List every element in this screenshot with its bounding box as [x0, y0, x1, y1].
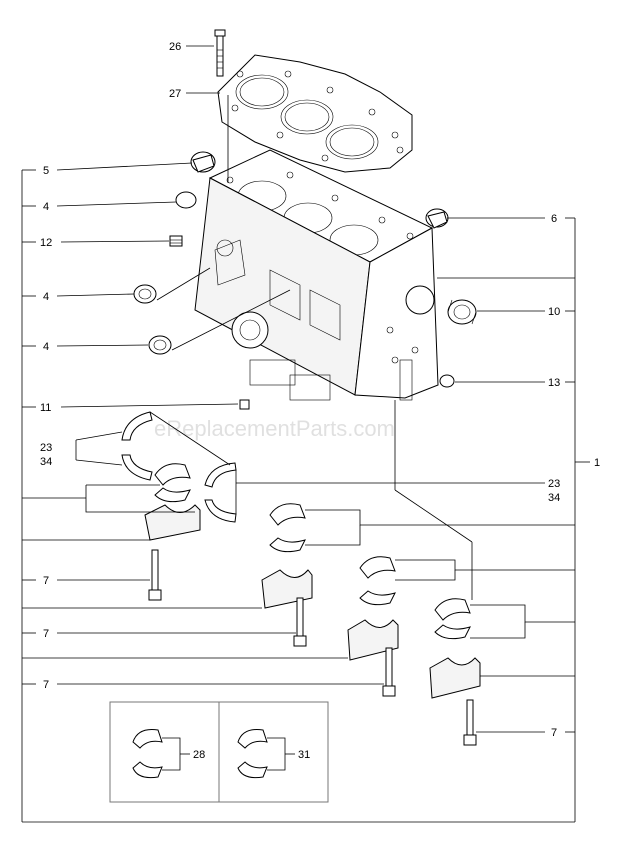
callout-4a: 4 [43, 201, 49, 213]
callout-28: 28 [193, 749, 205, 761]
bearing-cap-2-icon[interactable] [261, 569, 313, 609]
callout-5: 5 [43, 165, 49, 177]
callout-4b: 4 [43, 291, 49, 303]
bearing-shell-upper-4-icon[interactable] [434, 598, 471, 640]
bearing-shell-upper-1-icon[interactable] [154, 463, 191, 503]
callout-23a: 23 [40, 442, 52, 454]
bearing-shell-upper-2-icon[interactable] [269, 503, 306, 553]
seal-4c-icon[interactable] [148, 335, 172, 355]
head-gasket-icon[interactable] [217, 54, 413, 173]
plug-11-icon[interactable] [239, 399, 250, 410]
bearing-shell-upper-3-icon[interactable] [359, 556, 396, 606]
seal-4b-icon[interactable] [133, 284, 157, 304]
bearing-kit-28-icon[interactable] [132, 729, 163, 779]
callout-7c: 7 [43, 679, 49, 691]
cylinder-block-icon[interactable] [194, 149, 439, 401]
plug-4a-icon[interactable] [175, 191, 197, 209]
callout-34a: 34 [40, 456, 52, 468]
callout-26: 26 [169, 41, 181, 53]
callout-7d: 7 [551, 727, 557, 739]
callout-12: 12 [40, 237, 52, 249]
callout-7b: 7 [43, 628, 49, 640]
callout-23b: 23 [548, 478, 560, 490]
bolt-7d-icon[interactable] [463, 699, 477, 746]
callout-10: 10 [548, 306, 560, 318]
bolt-7c-icon[interactable] [382, 647, 396, 697]
plug-12-icon[interactable] [169, 235, 183, 247]
plug-6-icon[interactable] [425, 208, 449, 229]
callout-1: 1 [594, 457, 600, 469]
watermark-text: eReplacementParts.com [154, 416, 395, 441]
callout-7a: 7 [43, 575, 49, 587]
bushing-10-icon[interactable] [447, 299, 477, 325]
bolt-26-icon[interactable] [214, 29, 226, 77]
bearing-shell-23b-icon[interactable] [204, 462, 237, 523]
bearing-shell-23a-icon[interactable] [121, 411, 153, 481]
callout-27: 27 [169, 88, 181, 100]
leader-lines [21, 45, 590, 823]
callout-31: 31 [298, 749, 310, 761]
callout-11: 11 [40, 402, 51, 414]
callout-13: 13 [548, 377, 560, 389]
bearing-cap-4-icon[interactable] [429, 657, 481, 699]
bolt-7b-icon[interactable] [293, 597, 307, 647]
plug-5-icon[interactable] [190, 151, 216, 173]
callout-6: 6 [551, 213, 557, 225]
bearing-cap-1-icon[interactable] [144, 504, 201, 541]
bolt-7a-icon[interactable] [148, 549, 162, 601]
callout-34b: 34 [548, 492, 560, 504]
bearing-kit-31-icon[interactable] [237, 729, 268, 779]
callout-4c: 4 [43, 341, 49, 353]
plug-13-icon[interactable] [439, 374, 455, 388]
